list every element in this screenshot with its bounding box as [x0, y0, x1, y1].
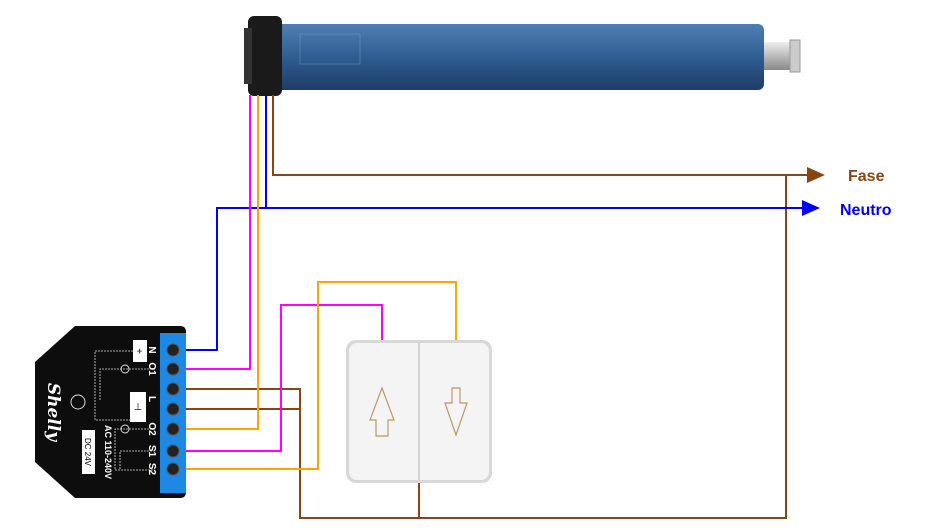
motor-head: [248, 16, 282, 96]
terminal-o2-label: O2: [146, 422, 157, 436]
shelly-logo: Shelly: [43, 383, 63, 442]
neutral-wire: [265, 95, 820, 216]
dc-rating-label: DC 24V: [83, 438, 92, 467]
phase-to-relay-l: [186, 175, 787, 519]
shelly-relay: + ⊥ N O1 L O2 S1 S2 AC 110-240V DC 24V S…: [35, 326, 186, 498]
plus-label: +: [133, 348, 144, 354]
terminal-l-label: L: [146, 396, 157, 402]
terminal-s1-label: S1: [146, 445, 157, 458]
o2-wire: [186, 95, 259, 430]
o1-wire: [186, 95, 251, 370]
terminal-o1-label: O1: [146, 362, 157, 376]
down-arrow-icon[interactable]: [444, 387, 468, 437]
motor-symbol-icon: [70, 394, 86, 410]
s2-wire: [186, 281, 457, 470]
wall-switch: [346, 340, 492, 483]
phase-label: Fase: [848, 168, 885, 185]
terminal-n-label: N: [146, 346, 157, 353]
motor-tube: [272, 24, 764, 90]
ac-rating-label: AC 110-240V: [103, 425, 113, 479]
phase-wire: [272, 95, 825, 183]
terminal-s2-label: S2: [146, 463, 157, 476]
wires: [186, 95, 825, 519]
ground-label: ⊥: [134, 402, 143, 413]
up-arrow-icon[interactable]: [369, 386, 395, 437]
neutral-label: Neutro: [840, 202, 892, 219]
tubular-motor: [244, 16, 801, 96]
s1-wire: [186, 304, 383, 452]
neutral-to-relay: [186, 207, 266, 351]
